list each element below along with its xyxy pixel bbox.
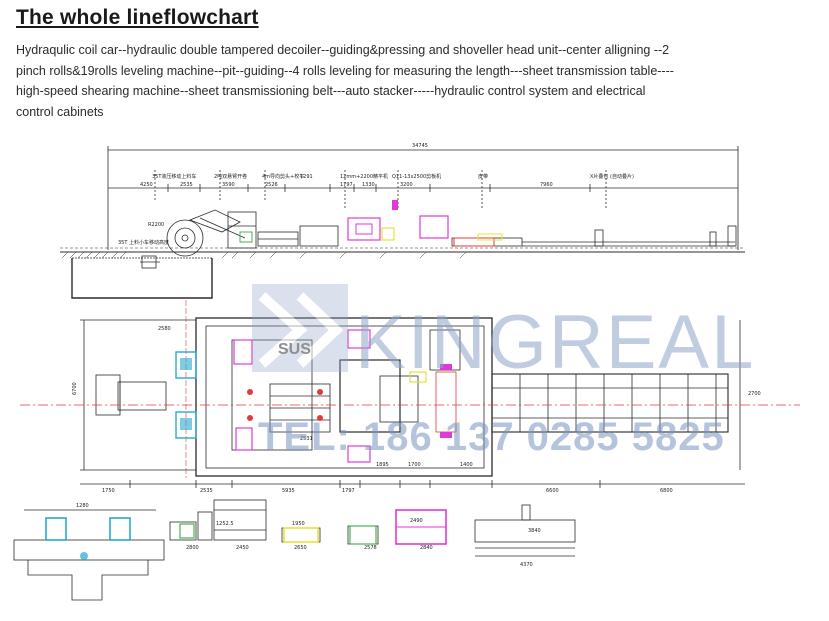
watermark-logo-icon — [252, 284, 348, 372]
detail-dim: 2800 — [186, 545, 199, 551]
elev-dim: 7960 — [540, 182, 553, 188]
elev-dim: 1330 — [362, 182, 375, 188]
plan-side-dim: 2700 — [748, 391, 761, 397]
plan-side-dim: 6700 — [72, 382, 78, 395]
page-title: The whole lineflowchart — [16, 6, 259, 29]
watermark-brand: KINGREAL — [355, 300, 755, 385]
elev-dim: 3590 — [222, 182, 235, 188]
description-line: pinch rolls&19rolls leveling machine--pi… — [16, 63, 674, 78]
label-decoiler: 2吨双悬臂开卷 — [214, 173, 247, 180]
detail-dim: 4370 — [520, 562, 533, 568]
detail-dim: 1252.5 — [216, 521, 234, 527]
elevation-color-parts — [239, 200, 503, 247]
plan-dim: 5935 — [282, 488, 295, 494]
description-line: high-speed shearing machine--sheet trans… — [16, 84, 646, 98]
plan-dim: 2535 — [200, 488, 213, 494]
overall-length-label: 34745 — [412, 143, 428, 149]
label-guiding: 4m导向剪头+校平 — [262, 173, 304, 180]
detail-dim: 2450 — [236, 545, 249, 551]
description-line: control cabinets — [16, 104, 104, 119]
plan-dim: 2580 — [158, 326, 171, 332]
plan-dim: 1700 — [408, 462, 421, 468]
detail-dim: 2490 — [410, 518, 423, 524]
elevation-view — [60, 146, 745, 299]
label-leveler: 12mm+2200精平机 — [340, 173, 388, 180]
elev-dim: 1797 — [340, 182, 353, 188]
detail-dim: 2650 — [294, 545, 307, 551]
process-description: Hydraqulic coil car--hydraulic double ta… — [16, 40, 736, 122]
detail-dim: 2578 — [364, 545, 377, 551]
plan-dim: 1895 — [376, 462, 389, 468]
watermark-phone: TEL: 186 137 0285 5825 — [258, 415, 725, 459]
detail-color-parts — [45, 509, 447, 560]
watermark-stamp: SUS — [278, 341, 311, 358]
plan-dim: 6600 — [546, 488, 559, 494]
label-stacker: X片叠包 (自动叠片) — [590, 173, 634, 180]
plan-dim: 1797 — [342, 488, 355, 494]
detail-dim: 2840 — [420, 545, 433, 551]
elev-dim: 3200 — [400, 182, 413, 188]
label-r2200: R2200 — [148, 222, 164, 228]
label-shear: Q11-13x2500剪板机 — [392, 173, 441, 180]
plan-dim: 6800 — [660, 488, 673, 494]
plan-dim: 1750 — [102, 488, 115, 494]
plan-dim: 2531 — [300, 436, 313, 442]
plan-labels: 2580 2531 6700 2700 1750 2535 5935 1797 … — [72, 326, 761, 494]
detail-dim: 3840 — [528, 528, 541, 534]
label-1291: 1291 — [300, 174, 313, 180]
watermark: KINGREAL TEL: 186 137 0285 5825 SUS — [252, 284, 755, 459]
plan-dim: 1400 — [460, 462, 473, 468]
plan-centerline — [20, 300, 800, 478]
label-belt: 皮带 — [478, 173, 488, 180]
elevation-labels: 34745 35T液压移动上料车 2吨双悬臂开卷 4m导向剪头+校平 1291 … — [118, 143, 634, 246]
label-coil-car-height: 35T 上料小车移动高度 — [118, 239, 169, 246]
detail-dim: 1950 — [292, 521, 305, 527]
description-line: Hydraqulic coil car--hydraulic double ta… — [16, 43, 670, 57]
plan-view — [80, 317, 745, 488]
detail-dim: 1280 — [76, 503, 89, 509]
label-coil-car: 35T液压移动上料车 — [152, 173, 196, 180]
detail-labels: 1280 2800 2450 1950 2650 2578 2840 2490 … — [76, 503, 541, 568]
elev-dim: 4250 — [140, 182, 153, 188]
elev-dim: 2526 — [265, 182, 278, 188]
plan-color-parts — [175, 329, 457, 463]
detail-views — [13, 499, 576, 601]
elev-dim: 2535 — [180, 182, 193, 188]
